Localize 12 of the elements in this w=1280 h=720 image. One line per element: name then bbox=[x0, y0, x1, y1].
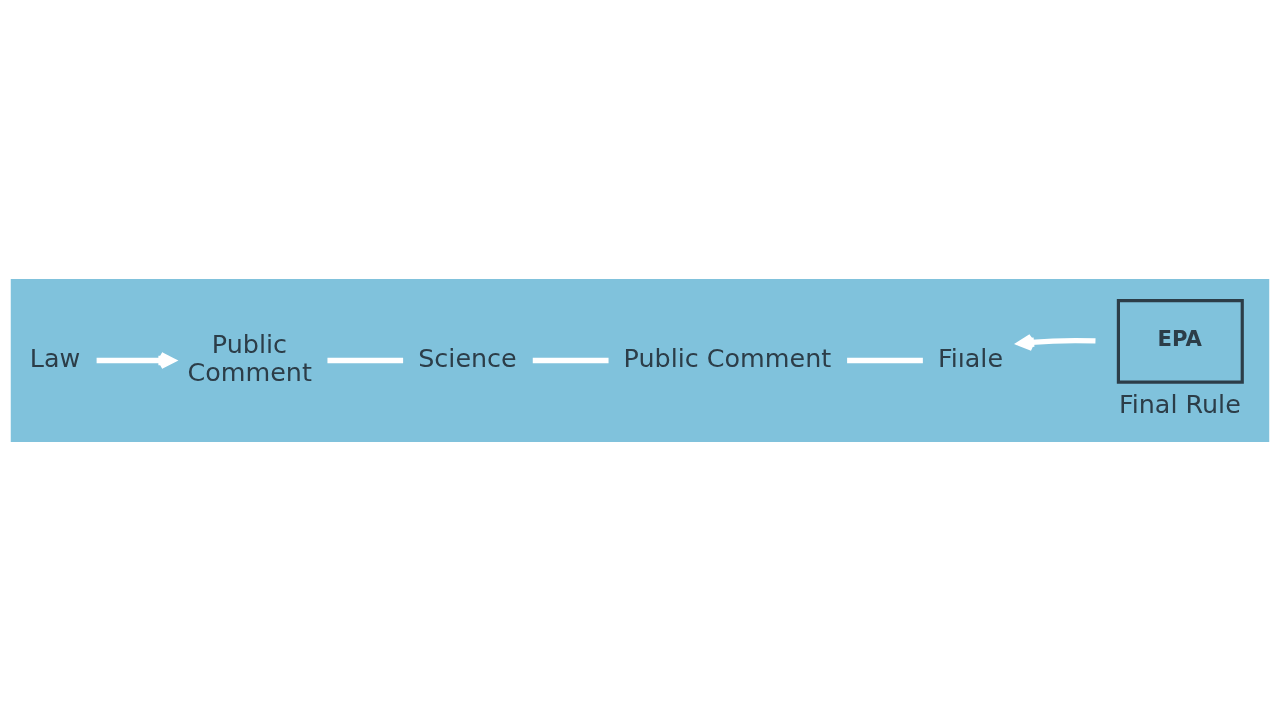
node-text: Public Comment bbox=[623, 342, 832, 373]
node-text: Fiıale bbox=[937, 342, 1004, 373]
node-label: Final Rule bbox=[1118, 388, 1241, 419]
connector bbox=[532, 357, 609, 363]
connector bbox=[327, 357, 404, 363]
node-text: Science bbox=[418, 342, 517, 373]
arrow bbox=[96, 351, 176, 369]
arrow bbox=[1016, 333, 1096, 351]
node-text: Public Comment bbox=[187, 328, 312, 387]
node-box: EPA bbox=[1116, 298, 1244, 384]
node-text: Law bbox=[29, 342, 81, 373]
connector bbox=[847, 357, 923, 363]
